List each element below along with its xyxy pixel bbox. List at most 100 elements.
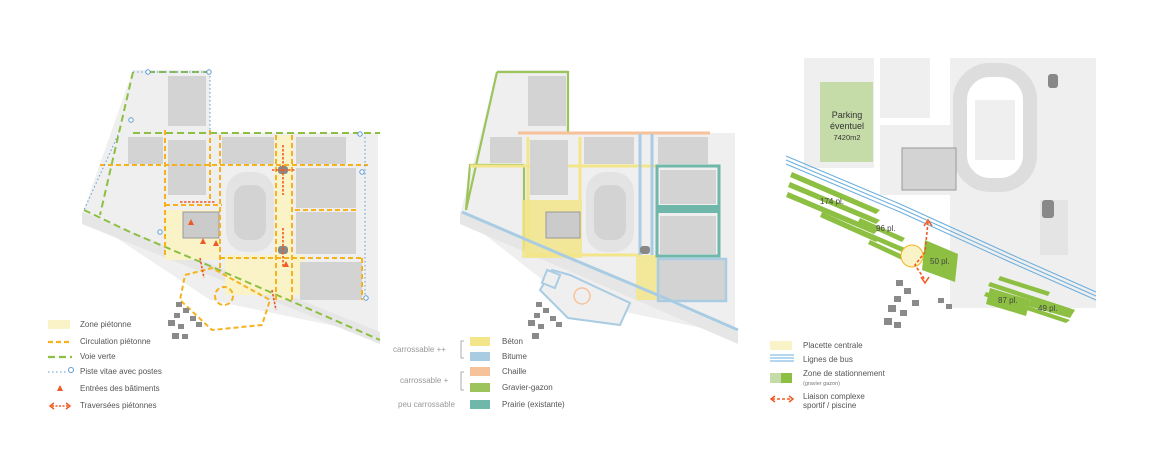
small-building [178, 324, 184, 329]
map-parking [785, 55, 1100, 328]
building [168, 140, 206, 195]
legend-swatches-map3 [769, 341, 795, 403]
small-building [900, 310, 907, 316]
stadium-field [975, 100, 1015, 160]
pedestrian-crossing [199, 257, 205, 279]
group-label-carrossable-plus: carrossable + [400, 376, 449, 385]
legend-voie-verte: Voie verte [80, 352, 116, 361]
parking-swatch-dark [781, 373, 792, 383]
parking-stripe [788, 182, 880, 224]
bitume-parking [540, 268, 562, 290]
block [880, 58, 930, 118]
parking-eventuel-title: Parking éventuel [829, 110, 865, 131]
parking-stripe [786, 192, 878, 234]
building [530, 140, 568, 195]
legend-gravier-gazon: Gravier-gazon [502, 383, 553, 392]
pavilion [1048, 74, 1058, 88]
building [128, 137, 163, 164]
parking-stripe [856, 228, 905, 252]
small-building [896, 280, 903, 286]
chaille-swatch [470, 367, 490, 376]
pedestrian-loop [178, 266, 272, 332]
roundabout [214, 286, 234, 306]
legend-liaison-2: sportif / piscine [803, 401, 857, 410]
small-building [888, 305, 896, 312]
bus-line [785, 159, 1097, 297]
lot-label-49: 49 pl. [1038, 304, 1058, 313]
bitume-parking [538, 268, 632, 327]
group-bracket [460, 340, 464, 359]
liaison-arrowhead [923, 218, 933, 227]
small-building [536, 302, 542, 307]
entrance-marker [213, 240, 219, 246]
small-building [884, 318, 892, 325]
parking-lot-87 [986, 288, 1030, 316]
legend-swatches-map1 [48, 320, 74, 410]
small-building [912, 300, 919, 306]
legend-zone-pietonne: Zone piétonne [80, 320, 132, 329]
bus-swatch [770, 354, 794, 362]
lot-label-96: 96 pl. [876, 224, 896, 233]
small-building [543, 308, 549, 313]
building [528, 76, 566, 126]
beton-swatch [470, 337, 490, 346]
small-building [190, 316, 196, 321]
parking-lot-50 [922, 240, 958, 282]
entrance-marker [283, 261, 289, 267]
vitae-post [206, 69, 212, 75]
small-building [550, 316, 556, 321]
bitume-road [461, 210, 739, 332]
small-building [532, 333, 539, 339]
small-building [174, 313, 180, 318]
liaison-arrowhead [920, 276, 930, 285]
pedestrian-zone [275, 135, 293, 300]
building [300, 262, 362, 300]
vitae-post [145, 69, 151, 75]
parking-eventuel-area: 7420m2 [833, 133, 861, 142]
pedestrian-crossing [271, 289, 277, 311]
building [490, 137, 522, 163]
small-building [528, 320, 535, 326]
vitae-post [157, 229, 163, 235]
small-building [176, 302, 182, 307]
legend-beton: Béton [502, 337, 523, 346]
bitume-swatch [470, 352, 490, 361]
legend-traversees: Traversées piétonnes [80, 401, 157, 410]
legend-placette: Placette centrale [803, 341, 863, 350]
pavilion [640, 246, 650, 254]
legend-entrees: Entrées des bâtiments [80, 384, 160, 393]
small-building [172, 333, 179, 339]
vitae-post [128, 117, 134, 123]
small-building [938, 298, 944, 303]
legend-stationnement: Zone de stationnement [803, 369, 885, 378]
pavilion [1042, 200, 1054, 218]
legend-swatches-map2 [460, 337, 490, 409]
building [901, 147, 957, 191]
building [660, 216, 716, 254]
small-building [534, 313, 540, 318]
parking-stripe [858, 218, 905, 242]
building [296, 212, 356, 254]
legend-bitume: Bitume [502, 352, 527, 361]
bus-line [785, 155, 1097, 293]
triangle-icon [57, 385, 63, 391]
legend-bus: Lignes de bus [803, 355, 853, 364]
small-building [904, 288, 911, 294]
liaison-swatch [769, 395, 795, 403]
small-building [556, 322, 562, 327]
green-way [83, 209, 381, 341]
legend-chaille: Chaille [502, 367, 527, 376]
parking-stripe [790, 172, 880, 214]
legend-stationnement-sub: (gravier gazon) [803, 381, 840, 387]
small-building [183, 308, 189, 313]
green-way [99, 71, 134, 216]
stadium-field [234, 185, 266, 240]
small-building [182, 334, 188, 339]
cycle-track [83, 134, 119, 211]
building [168, 76, 206, 126]
lot-label-50: 50 pl. [930, 257, 950, 266]
bitume-building-edge [656, 257, 728, 303]
stadium-field [594, 185, 626, 240]
legend-piste-vitae: Piste vitae avec postes [80, 367, 162, 376]
